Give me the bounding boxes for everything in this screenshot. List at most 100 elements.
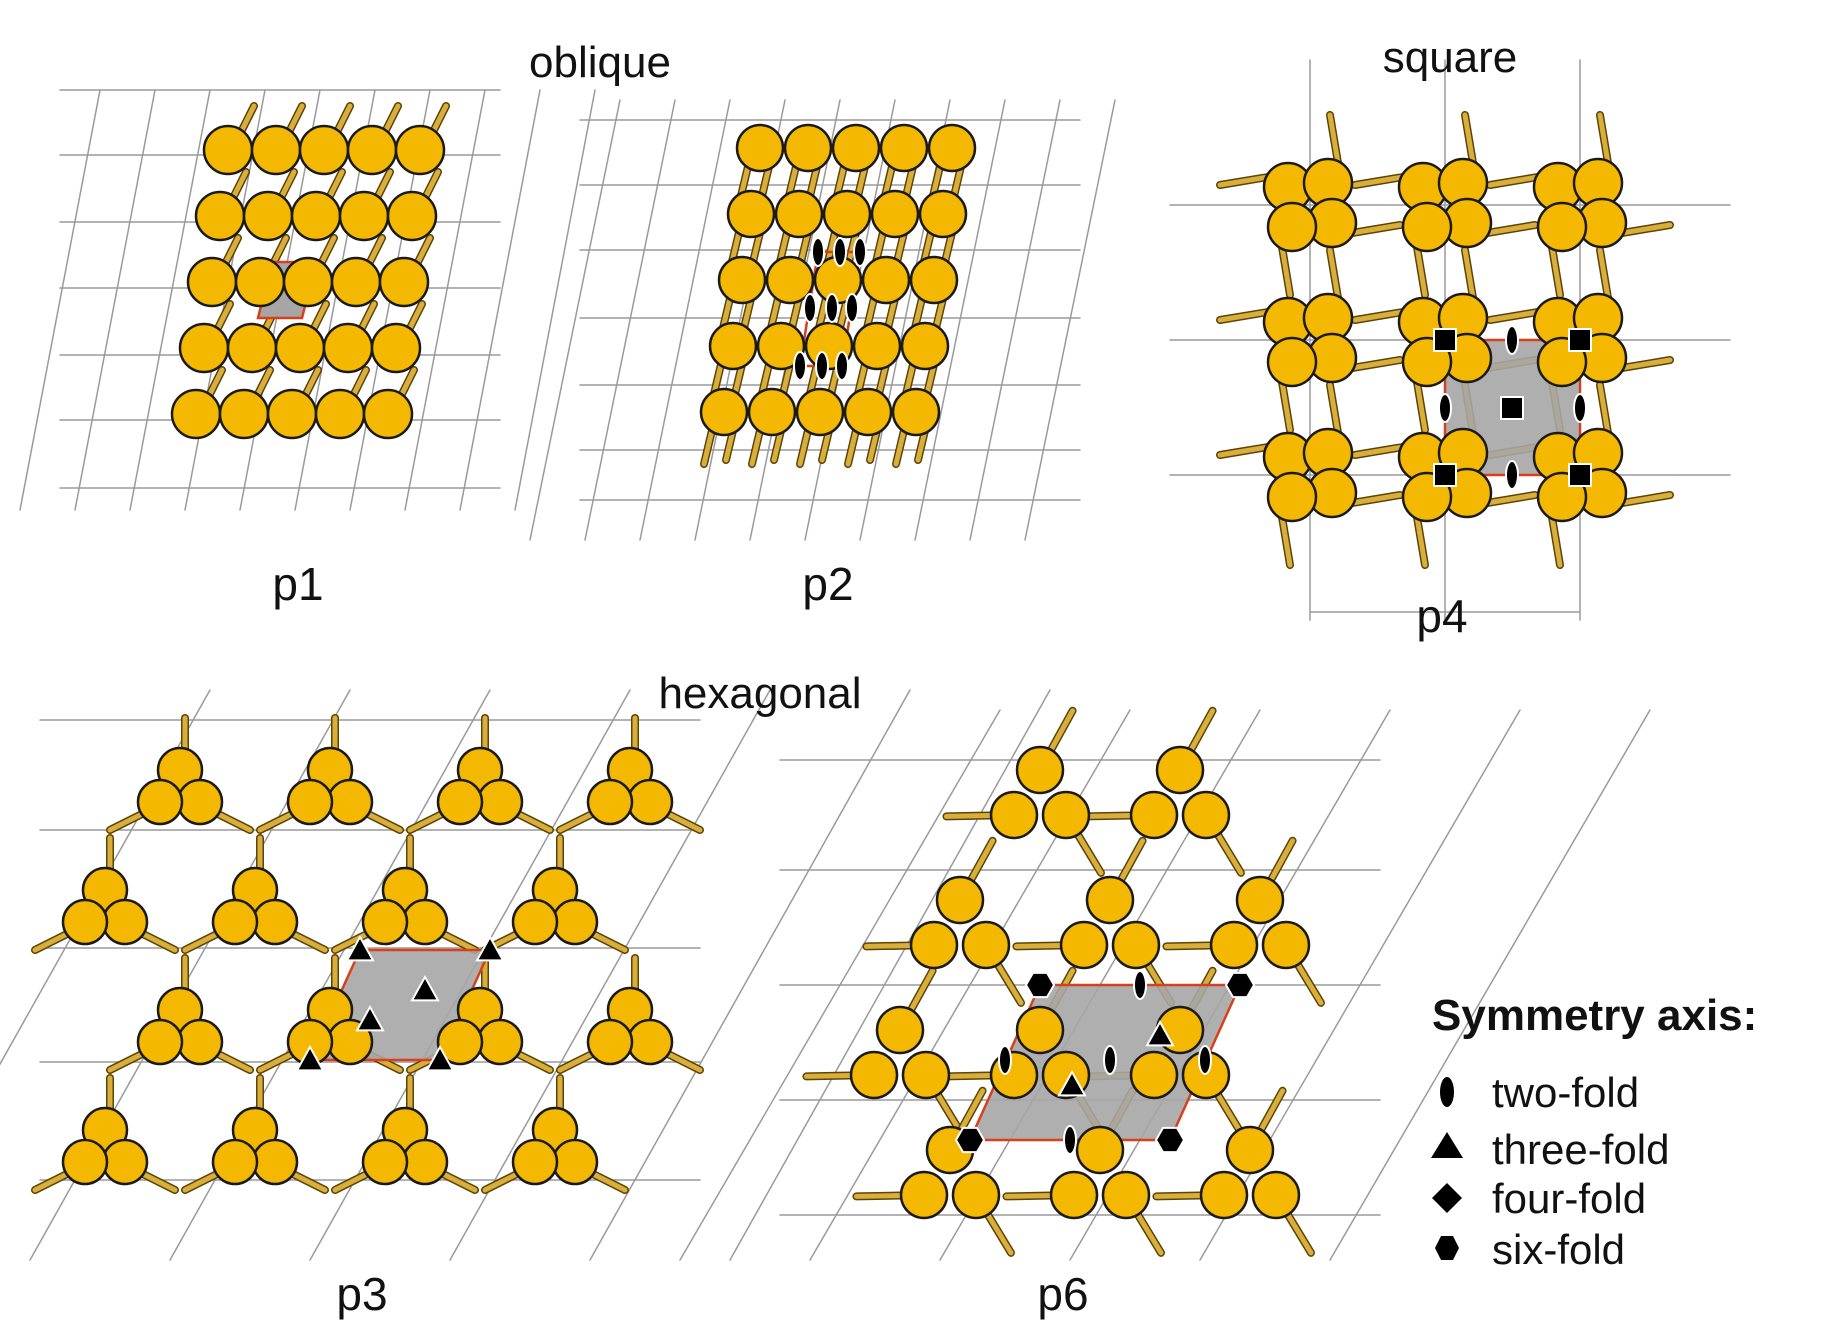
molecule: [370, 322, 422, 374]
molecule: [61, 1138, 109, 1186]
ellipse-icon: [1198, 1045, 1212, 1075]
triangle-icon: [355, 1004, 385, 1032]
molecule: [849, 1050, 899, 1100]
molecule: [1015, 1005, 1065, 1055]
grid-line: [459, 89, 541, 511]
molecule: [401, 1138, 449, 1186]
ellipse-icon: [1573, 393, 1587, 423]
molecule: [101, 1138, 149, 1186]
molecule: [747, 387, 797, 437]
molecule: [1129, 790, 1179, 840]
triangle-icon: [345, 934, 375, 962]
molecule: [1235, 875, 1285, 925]
ellipse-icon: [1505, 460, 1519, 490]
legend: Symmetry axis: two-fold three-fold four-…: [1431, 991, 1757, 1273]
molecule: [1261, 920, 1311, 970]
legend-item-six-fold: six-fold: [1492, 1226, 1625, 1273]
ellipse-icon: [793, 351, 807, 381]
molecule: [1155, 745, 1205, 795]
triangle-icon: [1431, 1132, 1463, 1158]
molecule: [586, 778, 634, 826]
square-icon: [1433, 328, 1457, 352]
ellipse-icon: [853, 237, 867, 267]
grid-line: [74, 89, 156, 511]
category-oblique-label: oblique: [529, 38, 671, 87]
molecule: [378, 256, 430, 308]
molecule: [1041, 790, 1091, 840]
molecule: [234, 256, 286, 308]
ellipse-icon: [803, 293, 817, 323]
molecule: [699, 387, 749, 437]
ellipse-icon: [833, 237, 847, 267]
molecule: [843, 387, 893, 437]
legend-item-four-fold: four-fold: [1492, 1175, 1646, 1222]
panel-p6-label: p6: [1037, 1268, 1088, 1320]
molecule: [726, 189, 776, 239]
molecule: [211, 898, 259, 946]
molecule: [101, 898, 149, 946]
square-icon: [1568, 463, 1592, 487]
molecule: [756, 321, 806, 371]
molecule: [735, 123, 785, 173]
grid-line: [1024, 99, 1116, 541]
molecule: [194, 190, 246, 242]
molecule: [361, 1138, 409, 1186]
molecule: [989, 1050, 1039, 1100]
molecule: [330, 256, 382, 308]
molecule: [795, 387, 845, 437]
molecule: [286, 778, 334, 826]
molecule: [1266, 471, 1318, 523]
molecule: [586, 1018, 634, 1066]
molecule: [831, 123, 881, 173]
triangle-icon: [410, 974, 440, 1002]
molecule: [901, 1050, 951, 1100]
molecule: [176, 1018, 224, 1066]
molecule: [226, 322, 278, 374]
molecule: [989, 790, 1039, 840]
molecule: [176, 778, 224, 826]
molecule: [870, 189, 920, 239]
ellipse-icon: [1440, 1077, 1454, 1107]
molecule: [274, 322, 326, 374]
molecule: [852, 321, 902, 371]
grid-line: [914, 99, 1006, 541]
molecule: [282, 256, 334, 308]
molecule: [436, 778, 484, 826]
symmetry-symbols: [295, 237, 1592, 1155]
molecule: [875, 1005, 925, 1055]
grid-line: [679, 709, 1001, 1261]
molecule: [218, 388, 270, 440]
molecule: [1225, 1125, 1275, 1175]
molecule: [386, 190, 438, 242]
hexagon-icon: [1024, 971, 1056, 999]
molecule: [362, 388, 414, 440]
molecule: [250, 124, 302, 176]
legend-title: Symmetry axis:: [1432, 991, 1757, 1040]
hexagon-icon: [1435, 1236, 1459, 1260]
hexagon-icon: [954, 1126, 986, 1154]
molecule: [1536, 201, 1588, 253]
grid-line: [969, 99, 1061, 541]
molecule: [1266, 201, 1318, 253]
molecule: [765, 255, 815, 305]
molecule: [361, 898, 409, 946]
ellipse-icon: [998, 1045, 1012, 1075]
molecule: [202, 124, 254, 176]
molecule: [136, 1018, 184, 1066]
molecule: [951, 1170, 1001, 1220]
category-hexagonal-label: hexagonal: [658, 669, 861, 718]
triangle-icon: [1145, 1019, 1175, 1047]
molecule: [322, 322, 374, 374]
molecule: [251, 1138, 299, 1186]
molecule: [918, 189, 968, 239]
grid-line: [19, 89, 101, 511]
molecule: [338, 190, 390, 242]
molecule: [1085, 875, 1135, 925]
category-square-label: square: [1383, 33, 1518, 82]
molecule: [927, 123, 977, 173]
molecule: [1015, 745, 1065, 795]
molecule: [1129, 1050, 1179, 1100]
ellipse-icon: [1505, 325, 1519, 355]
molecule: [891, 387, 941, 437]
legend-item-two-fold: two-fold: [1492, 1069, 1639, 1116]
